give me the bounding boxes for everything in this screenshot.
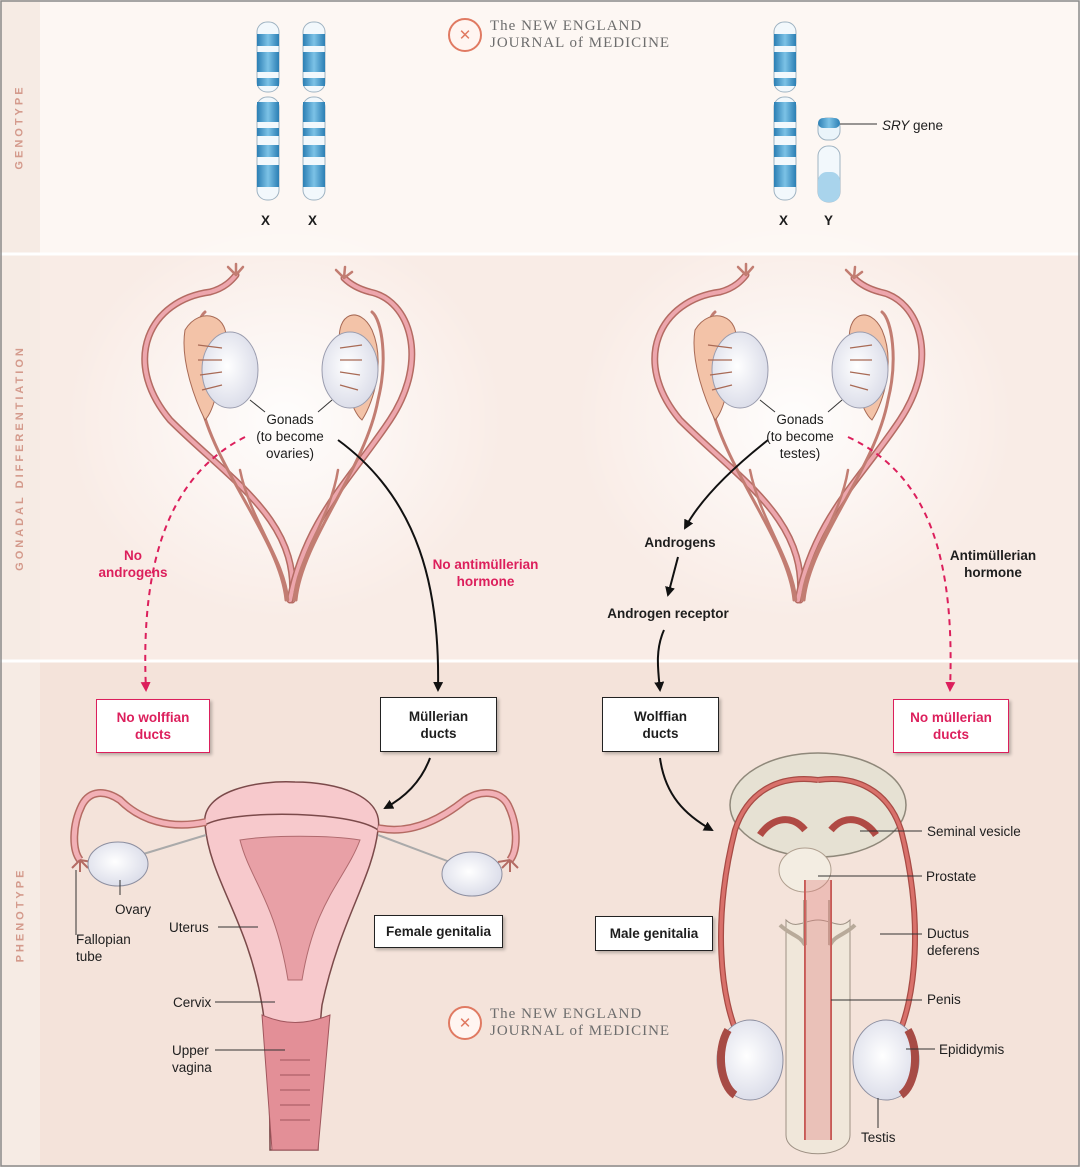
arrow-to-male-genitalia — [659, 757, 714, 831]
y-chromosome — [817, 117, 877, 203]
chromosome-label-x3: X — [779, 213, 789, 228]
seminal-vesicle-label: Seminal vesicle — [927, 824, 1021, 839]
chromosome-label-y: Y — [824, 213, 834, 228]
female-genitalia-box: Female genitalia — [374, 915, 503, 948]
seal-icon: ✕ — [448, 18, 482, 52]
male-genitalia-illustration — [716, 752, 935, 1155]
arrow-no-amh — [847, 436, 956, 692]
male-genitalia-box: Male genitalia — [595, 916, 713, 951]
arrow-to-mullerian — [337, 439, 444, 692]
androgens-label: Androgens — [644, 535, 716, 550]
penis-label: Penis — [927, 992, 961, 1007]
arrow-to-androgens — [684, 439, 769, 530]
arrow-to-androgen-receptor — [665, 556, 679, 597]
x-chromosome-1 — [256, 21, 280, 201]
row-label-genotype: GENOTYPE — [14, 83, 26, 170]
cervix-label: Cervix — [173, 995, 212, 1010]
row-label-gonadal: GONADAL DIFFERENTIATION — [14, 344, 26, 571]
female-gonads — [183, 314, 379, 421]
chromosome-label-x2: X — [308, 213, 318, 228]
arrow-to-wolffian — [654, 629, 665, 692]
x-chromosome-3 — [773, 21, 797, 201]
testis-label: Testis — [861, 1130, 896, 1145]
seal-icon: ✕ — [448, 1006, 482, 1040]
sry-gene-label: SRY gene — [882, 118, 944, 133]
arrow-no-androgens — [140, 436, 246, 692]
uterus-label: Uterus — [169, 920, 209, 935]
female-genitalia-illustration — [70, 781, 520, 1151]
x-chromosome-2 — [302, 21, 326, 201]
epididymis-label: Epididymis — [939, 1042, 1005, 1057]
prostate-label: Prostate — [926, 869, 977, 884]
ovary-label: Ovary — [115, 902, 152, 917]
chromosome-label-x1: X — [261, 213, 271, 228]
male-gonadal-ducts — [651, 262, 926, 604]
androgen-receptor-label: Androgen receptor — [607, 606, 729, 621]
arrow-to-female-genitalia — [383, 757, 431, 809]
row-label-phenotype: PHENOTYPE — [14, 867, 27, 962]
male-gonads — [693, 314, 889, 421]
